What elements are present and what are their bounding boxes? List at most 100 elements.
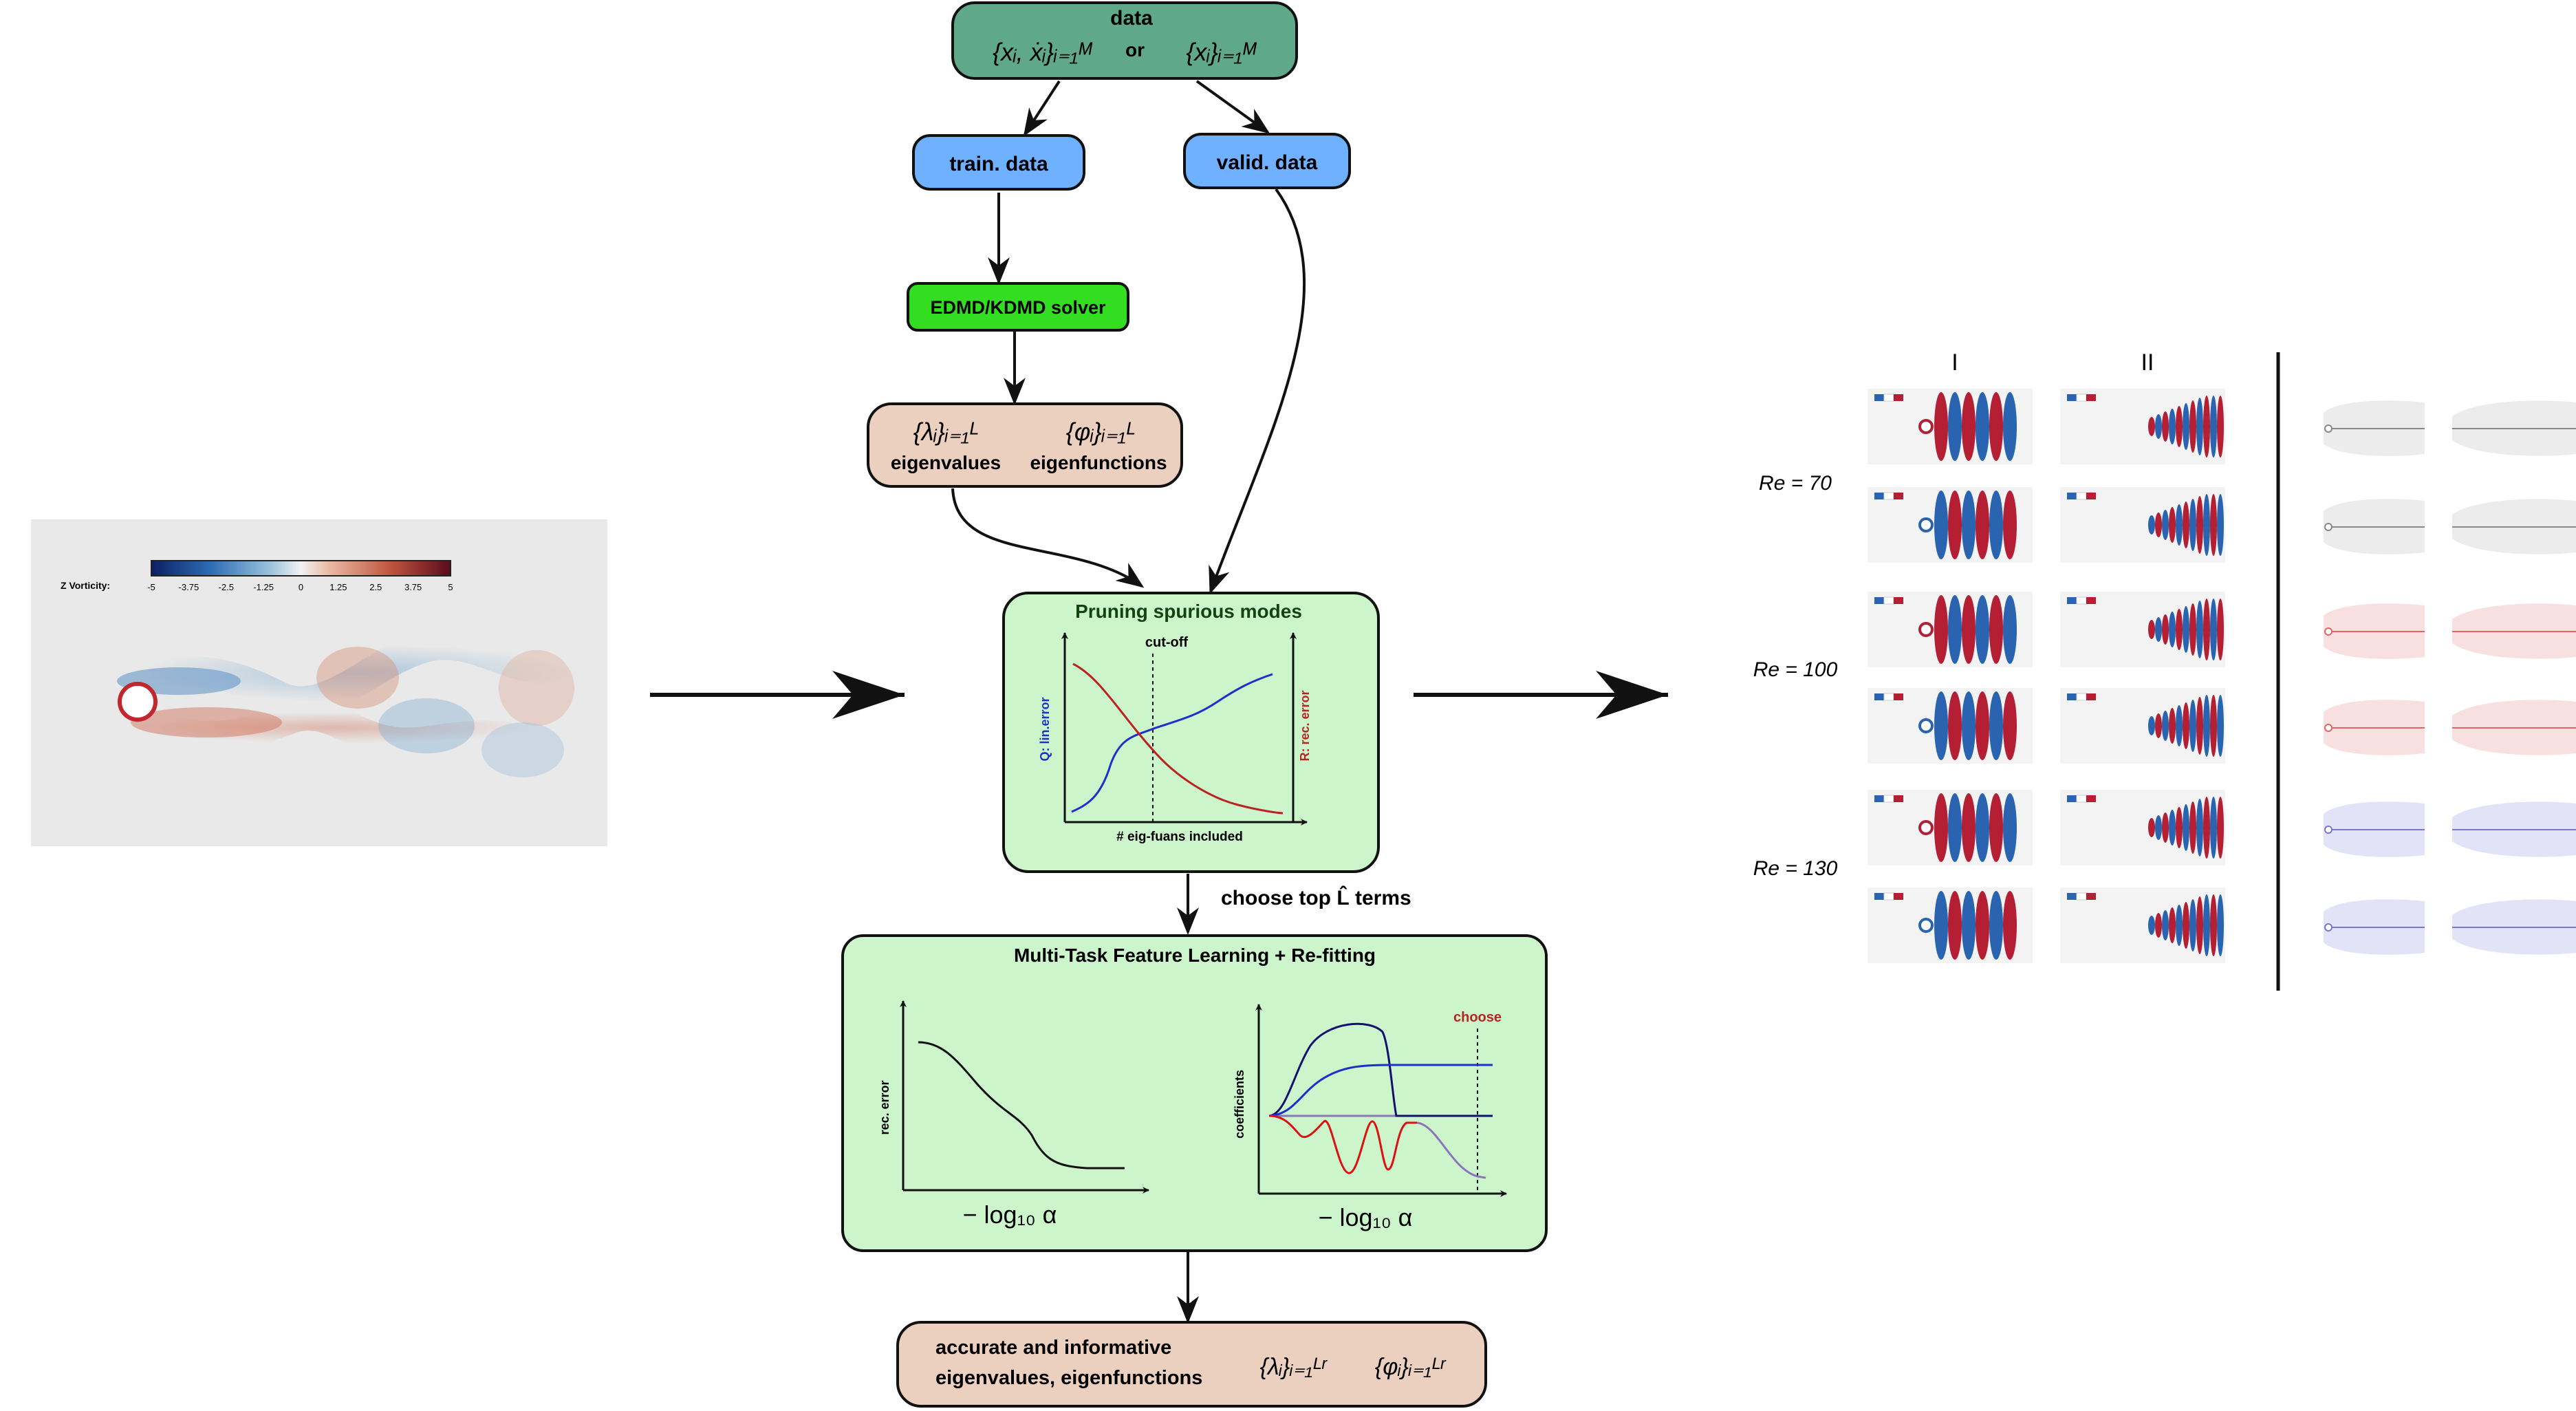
mode-lobe [2203, 599, 2210, 660]
eig-label-right: eigenfunctions [1030, 452, 1167, 473]
mode-lobe [1948, 891, 1962, 960]
mode-lobe [2189, 499, 2196, 551]
mode-lobe [2003, 595, 2017, 664]
mode-lobe [2176, 609, 2183, 650]
mode-lobe [2217, 695, 2224, 757]
wake-vortex-red-2 [316, 647, 399, 709]
mode-lobe [2217, 396, 2224, 457]
mode-lobe [1989, 691, 2003, 760]
mode-lobe [2148, 515, 2155, 535]
row-label-re100: Re = 100 [1753, 658, 1838, 681]
mode-lobe [1976, 491, 1989, 559]
mode-lobe [2203, 797, 2210, 859]
mode-lobe [2003, 891, 2017, 960]
eig-label-left: eigenvalues [891, 452, 1001, 473]
eig-math-left: {λᵢ}ᵢ₌₁ᴸ [913, 418, 979, 446]
mode-tile-II [2060, 487, 2225, 563]
mode-lobe [2189, 603, 2196, 656]
mode-lobe [1948, 793, 1962, 862]
mode-lobe [2162, 711, 2169, 741]
mode-lobe [2169, 708, 2176, 744]
mtfl-right-plot: choose coefficients − log₁₀ α [1233, 1004, 1507, 1231]
mode-lobe [2203, 494, 2210, 556]
mtfl-right-ylabel: coefficients [1233, 1070, 1246, 1139]
mode-lobe [1948, 691, 1962, 760]
train-data-label: train. data [949, 153, 1048, 175]
wake-vortex-red-3 [499, 650, 574, 726]
mode-lobe [1976, 595, 1989, 664]
mode-lobe [1962, 595, 1976, 664]
mode-tile-I [1868, 887, 2033, 963]
mode-lobe [1948, 491, 1962, 559]
mode-tiles [1868, 389, 2576, 963]
mode-lobe [2210, 396, 2217, 457]
mode-lobe [2196, 398, 2203, 455]
mtfl-panel [841, 934, 1548, 1252]
pruning-left-axis-label: Q: lin.error [1038, 697, 1052, 761]
connector-valid-pruning [1209, 188, 1306, 594]
mode-lobe [2217, 894, 2224, 956]
pruning-right-axis-label: R: rec. error [1298, 690, 1312, 761]
pruning-rec-error-curve [1072, 663, 1284, 815]
mode-lobe [2183, 502, 2189, 548]
mode-tile-faded [2324, 700, 2576, 755]
data-math-left: {xᵢ, ẋᵢ}ᵢ₌₁ᴹ [993, 38, 1093, 66]
mode-lobe [2176, 705, 2183, 746]
mode-lobe [2196, 697, 2203, 755]
data-or: or [1125, 39, 1145, 61]
mtfl-left-xlabel: − log₁₀ α [963, 1200, 1057, 1229]
mtfl-coef-curve-blue [1268, 1064, 1493, 1117]
mode-lobe [1934, 392, 1948, 461]
colorbar-tick-label: -2.5 [219, 582, 234, 592]
mode-lobe [2162, 510, 2169, 540]
mode-lobe [2210, 599, 2217, 660]
mode-lobe [1989, 891, 2003, 960]
row-label-re130: Re = 130 [1753, 857, 1838, 880]
mode-lobe [2169, 507, 2176, 543]
mode-lobe [2217, 599, 2224, 660]
mode-lobe [1976, 392, 1989, 461]
mode-lobe [2196, 896, 2203, 954]
colorbar-tick-label: 3.75 [404, 582, 422, 592]
mode-lobe [2196, 799, 2203, 857]
mode-lobe [1948, 392, 1962, 461]
mode-lobe [2155, 815, 2162, 840]
mode-tile-faded [2324, 899, 2576, 955]
mode-tile-I [1868, 389, 2033, 464]
col-header-II: II [2141, 349, 2154, 376]
col-header-I: I [1951, 349, 1958, 376]
mode-lobe [2162, 910, 2169, 940]
mtfl-coef-curve-fade [1416, 1121, 1486, 1179]
mtfl-left-plot: rec. error − log₁₀ α [878, 1000, 1149, 1229]
mtfl-choose-label: choose [1453, 1010, 1502, 1025]
pruning-panel [1002, 592, 1380, 873]
connector-data-valid [1195, 80, 1270, 134]
mode-lobe [1962, 392, 1976, 461]
mode-tile-II [2060, 887, 2225, 963]
train-data-box [912, 134, 1085, 191]
mtfl-left-ylabel: rec. error [878, 1080, 891, 1134]
mode-lobe [1934, 891, 1948, 960]
mode-lobe [2003, 491, 2017, 559]
data-math-right: {xᵢ}ᵢ₌₁ᴹ [1186, 38, 1257, 66]
colorbar-tick-label: 2.5 [369, 582, 382, 592]
mode-lobe [2162, 411, 2169, 442]
flowchart-connectors [951, 80, 1306, 1324]
mode-lobe [1934, 595, 1948, 664]
mode-lobe [1934, 491, 1948, 559]
mode-lobe [2003, 691, 2017, 760]
mode-lobe [2148, 916, 2155, 935]
connector-data-train [1023, 80, 1061, 137]
mode-tile-I [1868, 790, 2033, 865]
mode-lobe [1934, 691, 1948, 760]
vorticity-colorbar [151, 560, 451, 577]
mode-lobe [1989, 491, 2003, 559]
valid-data-label: valid. data [1217, 151, 1318, 174]
mode-lobe [2148, 818, 2155, 837]
mode-tile-faded [2324, 603, 2576, 659]
mode-tile-I [1868, 592, 2033, 667]
choose-top-label: choose top L̂ terms [1221, 886, 1411, 909]
